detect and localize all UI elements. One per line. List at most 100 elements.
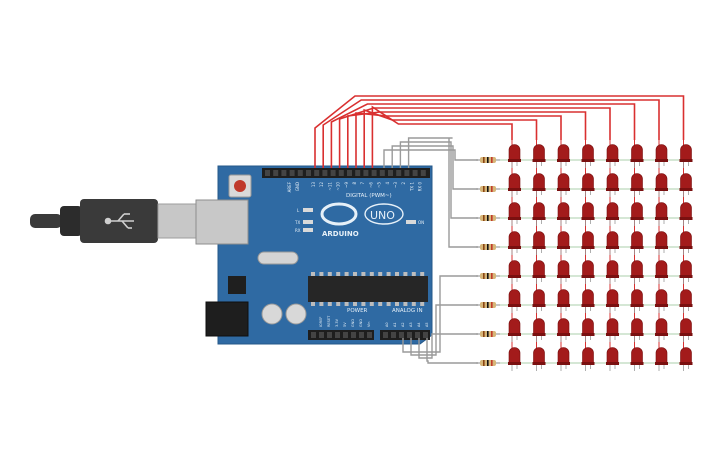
matrix-led[interactable] [508, 260, 521, 285]
matrix-led[interactable] [679, 173, 693, 198]
digital-pin[interactable] [347, 170, 352, 176]
digital-pin[interactable] [404, 170, 410, 176]
power-pin[interactable] [319, 332, 324, 338]
matrix-led[interactable] [606, 260, 619, 285]
digital-pin[interactable] [420, 170, 426, 176]
matrix-led[interactable] [679, 231, 693, 255]
reset-button-cap[interactable] [234, 180, 246, 192]
matrix-led[interactable] [557, 289, 570, 314]
matrix-led[interactable] [581, 289, 595, 314]
digital-pin[interactable] [306, 170, 311, 176]
matrix-led[interactable] [655, 260, 668, 285]
usb-cable[interactable] [30, 199, 199, 243]
matrix-led[interactable] [606, 144, 619, 169]
digital-pin[interactable] [371, 170, 377, 176]
power-pin[interactable] [343, 332, 348, 338]
matrix-led[interactable] [606, 318, 619, 343]
matrix-led[interactable] [606, 289, 619, 314]
matrix-led[interactable] [581, 173, 595, 198]
matrix-led[interactable] [557, 144, 570, 169]
digital-pin[interactable] [281, 170, 287, 176]
matrix-led[interactable] [532, 318, 546, 343]
matrix-led[interactable] [655, 144, 668, 169]
matrix-led[interactable] [655, 318, 668, 343]
matrix-led[interactable] [581, 231, 595, 255]
matrix-led[interactable] [508, 231, 521, 255]
analog-pin[interactable] [423, 332, 428, 338]
digital-pin[interactable] [297, 170, 303, 176]
matrix-led[interactable] [532, 202, 546, 226]
matrix-led[interactable] [630, 318, 644, 343]
matrix-led[interactable] [532, 289, 546, 314]
matrix-led[interactable] [679, 289, 693, 314]
power-pin[interactable] [327, 332, 332, 338]
matrix-led[interactable] [606, 173, 619, 198]
matrix-led[interactable] [606, 231, 619, 255]
digital-pin[interactable] [338, 170, 344, 176]
matrix-led[interactable] [679, 202, 693, 226]
analog-pin[interactable] [415, 332, 420, 338]
matrix-led[interactable] [679, 347, 693, 371]
matrix-led[interactable] [606, 202, 619, 226]
matrix-led[interactable] [557, 318, 570, 343]
matrix-led[interactable] [532, 173, 546, 198]
matrix-led[interactable] [557, 231, 570, 255]
matrix-led[interactable] [679, 318, 693, 343]
matrix-led[interactable] [557, 173, 570, 198]
analog-pin[interactable] [407, 332, 412, 338]
matrix-led[interactable] [655, 289, 668, 314]
matrix-led[interactable] [508, 318, 521, 343]
digital-pin[interactable] [265, 170, 270, 176]
matrix-led[interactable] [630, 202, 644, 226]
power-pin[interactable] [335, 332, 340, 338]
matrix-led[interactable] [532, 231, 546, 255]
matrix-led[interactable] [508, 347, 521, 371]
digital-pin[interactable] [330, 170, 336, 176]
power-pin[interactable] [311, 332, 316, 338]
matrix-led[interactable] [581, 144, 595, 169]
analog-pin[interactable] [391, 332, 396, 338]
matrix-led[interactable] [679, 260, 693, 285]
matrix-led[interactable] [532, 260, 546, 285]
matrix-led[interactable] [630, 231, 644, 255]
matrix-led[interactable] [655, 173, 668, 198]
matrix-led[interactable] [557, 260, 570, 285]
matrix-led[interactable] [557, 202, 570, 226]
matrix-led[interactable] [508, 202, 521, 226]
matrix-led[interactable] [581, 347, 595, 371]
matrix-led[interactable] [581, 318, 595, 343]
digital-pin[interactable] [355, 170, 361, 176]
matrix-led[interactable] [532, 347, 546, 371]
matrix-led[interactable] [508, 144, 521, 169]
power-pin[interactable] [359, 332, 364, 338]
matrix-led[interactable] [630, 144, 644, 169]
power-pin[interactable] [367, 332, 372, 338]
matrix-led[interactable] [557, 347, 570, 371]
matrix-led[interactable] [655, 231, 668, 255]
matrix-led[interactable] [630, 173, 644, 198]
digital-pin[interactable] [379, 170, 385, 176]
matrix-led[interactable] [630, 347, 644, 371]
digital-pin[interactable] [314, 170, 320, 176]
digital-pin[interactable] [363, 170, 369, 176]
analog-pin[interactable] [399, 332, 404, 338]
matrix-led[interactable] [679, 144, 693, 169]
matrix-led[interactable] [655, 202, 668, 226]
matrix-led[interactable] [630, 289, 644, 314]
matrix-led[interactable] [581, 260, 595, 285]
power-pin[interactable] [351, 332, 356, 338]
matrix-led[interactable] [508, 173, 521, 198]
arduino-uno-board[interactable]: ARDUINO UNO L TX RX ON DIGITAL (PWM~) PO… [195, 165, 433, 345]
matrix-led[interactable] [606, 347, 619, 371]
matrix-led[interactable] [655, 347, 668, 371]
matrix-led[interactable] [508, 289, 521, 314]
digital-pin[interactable] [396, 170, 402, 176]
matrix-led[interactable] [630, 260, 644, 285]
digital-pin[interactable] [412, 170, 418, 176]
digital-pin[interactable] [273, 170, 279, 176]
digital-pin[interactable] [289, 170, 295, 176]
matrix-led[interactable] [532, 144, 546, 169]
